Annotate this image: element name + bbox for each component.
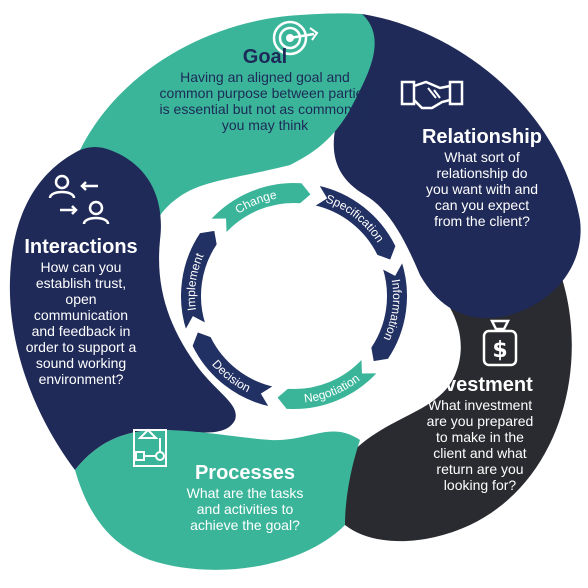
interactions-line: communication [33, 307, 129, 323]
money-bag-icon: $ [482, 319, 518, 367]
investment-line: looking for? [443, 477, 517, 493]
interactions-line: environment? [38, 371, 124, 387]
flowchart-icon [133, 428, 167, 467]
goal-block: Goal Having an aligned goal and common p… [150, 46, 380, 133]
investment-title: Investment [427, 374, 533, 396]
goal-line: is essential but not as common as [159, 101, 371, 117]
relationship-line: What sort of [444, 149, 520, 165]
target-icon [272, 20, 319, 56]
investment-line: are you prepared [426, 413, 534, 429]
investment-line: return are you [436, 461, 524, 477]
handshake-icon [400, 80, 464, 110]
goal-title: Goal [242, 46, 288, 68]
interactions-line: open [65, 291, 97, 307]
processes-title: Processes [194, 462, 296, 484]
segment-processes [75, 430, 360, 570]
cycle-arrow [179, 228, 219, 334]
investment-block: Investment What investment are you prepa… [390, 374, 570, 493]
relationship-line: you want with and [425, 181, 539, 197]
interactions-block: Interactions How can you establish trust… [6, 236, 156, 387]
relationship-title: Relationship [421, 126, 542, 148]
investment-line: to make in the [436, 429, 524, 445]
relationship-block: Relationship What sort of relationship d… [382, 126, 582, 229]
goal-line: Having an aligned goal and [180, 69, 350, 85]
cycle-arrow [369, 258, 409, 364]
relationship-line: from the client? [434, 213, 530, 229]
processes-line: and activities to [196, 501, 294, 517]
segment-relationship [333, 14, 581, 319]
interactions-line: establish trust, [35, 275, 127, 291]
relationship-line: relationship do [436, 165, 528, 181]
cycle-arrow [190, 329, 278, 409]
investment-line: What investment [427, 397, 533, 413]
people-exchange-icon [48, 174, 110, 225]
investment-line: client and what [433, 445, 527, 461]
goal-line: you may think [221, 117, 309, 133]
cycle-arrow [310, 183, 398, 263]
interactions-line: and feedback in [31, 323, 131, 339]
processes-line: What are the tasks [186, 485, 304, 501]
processes-block: Processes What are the tasks and activit… [160, 462, 330, 533]
processes-body: What are the tasks and activities to ach… [160, 485, 330, 533]
cycle-arrow [274, 355, 382, 411]
interactions-body: How can you establish trust, open commun… [6, 259, 156, 387]
relationship-line: can you expect [434, 197, 530, 213]
investment-body: What investment are you prepared to make… [390, 397, 570, 493]
interactions-line: How can you [40, 259, 122, 275]
interactions-line: sound working [35, 355, 127, 371]
svg-text:$: $ [492, 338, 507, 363]
goal-body: Having an aligned goal and common purpos… [150, 69, 380, 133]
interactions-title: Interactions [24, 236, 138, 258]
processes-line: achieve the goal? [190, 517, 300, 533]
segment-interactions [9, 147, 236, 470]
cycle-arrow [206, 181, 314, 237]
interactions-line: order to support a [25, 339, 137, 355]
goal-line: common purpose between parties [159, 85, 371, 101]
relationship-body: What sort of relationship do you want wi… [382, 149, 582, 229]
